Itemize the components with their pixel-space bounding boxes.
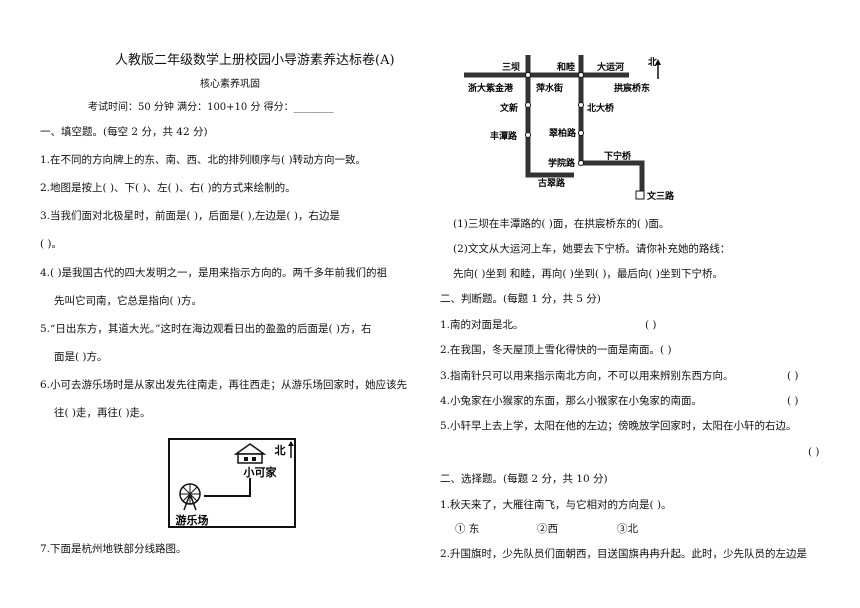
station-dot [578, 130, 584, 136]
station-xianing: 下宁桥 [604, 150, 632, 162]
exam-info: 考试时间：50 分钟 满分：100+10 分 得分：________ [88, 102, 334, 113]
question-7: 7.下面是杭州地铁部分线路图。 [40, 543, 187, 555]
judge-3: 3.指南针只可以用来指示南北方向，不可以用来辨别东西方向。 [440, 370, 734, 382]
section-fill-in: 一、填空题。(每空 2 分，共 42 分) [40, 126, 208, 138]
question-6-line1: 6.小可去游乐场时是从家出发先往南走，再往西走；从游乐场回家时，她应该先 [40, 379, 408, 391]
map-border [168, 438, 296, 528]
station-pingshui: 萍水街 [536, 82, 563, 94]
station-beidaqiao: 北大桥 [587, 102, 615, 114]
station-zheda: 浙大紫金港 [468, 82, 514, 94]
station-dot [578, 160, 584, 166]
judge-4-paren: ( ) [787, 395, 799, 407]
station-wenxin: 文新 [499, 102, 518, 114]
question-6-line2: 往( )走，再往( )走。 [54, 407, 151, 419]
question-2: 2.地图是按上( )、下( )、左( )、右( )的方式来绘制的。 [40, 182, 296, 194]
judge-1: 1.南的对面是北。 [440, 319, 524, 331]
station-dayunhe: 大运河 [597, 61, 624, 73]
choice-2: 2.升国旗时，少先队员们面朝西，目送国旗冉冉升起。此时，少先队员的左边是 [440, 548, 808, 560]
question-4-line2: 先叫它司南，它总是指向( )方。 [54, 295, 203, 307]
metro-north-label: 北 [648, 56, 657, 68]
station-xueyuan: 学院路 [548, 157, 576, 169]
question-3-line1: 3.当我们面对北极星时，前面是( )，后面是( ),左边是( )，右边是 [40, 210, 340, 222]
choice-1-option-3: ③北 [617, 523, 638, 535]
judge-1-paren: ( ) [645, 319, 657, 331]
map-north-label: 北 [275, 443, 286, 457]
station-wensan: 文三路 [646, 190, 675, 202]
judge-4: 4.小兔家在小猴家的东面，那么小猴家在小兔家的南面。 [440, 395, 703, 407]
question-4-line1: 4.( )是我国古代的四大发明之一，是用来指示方向的。两千多年前我们的祖 [40, 267, 388, 279]
house-icon [233, 443, 267, 464]
judge-3-paren: ( ) [787, 370, 799, 382]
station-dot [525, 72, 531, 78]
metro-question-2: (2)文文从大运河上车，她要去下宁桥。请你补充她的路线： [453, 243, 731, 255]
judge-5-paren: ( ) [808, 446, 820, 458]
station-dot [578, 72, 584, 78]
terminal-marker [635, 190, 645, 200]
metro-question-2-route: 先向( )坐到 和睦，再向( )坐到( )，最后向( )坐到下宁桥。 [453, 268, 723, 280]
station-sanba: 三坝 [502, 61, 520, 73]
judge-2: 2.在我国，冬天屋顶上雪化得快的一面是南面。( ) [440, 344, 672, 356]
choice-1-option-1: ① 东 [455, 523, 480, 535]
station-dot [578, 102, 584, 108]
question-5-line2: 面是( )方。 [54, 351, 108, 363]
metro-line-left [525, 55, 574, 178]
home-label: 小可家 [243, 465, 278, 479]
metro-line-right [578, 55, 645, 193]
section-true-false: 二、判断题。(每题 1 分，共 5 分) [440, 293, 601, 305]
station-cuibai: 翠柏路 [549, 127, 577, 139]
park-label: 游乐场 [176, 513, 209, 527]
metro-map: 北 三坝 和睦 大运河 浙大紫金港 萍水街 拱宸桥东 文新 北大桥 丰潭路 翠柏… [464, 55, 675, 202]
station-dot [525, 102, 531, 108]
choice-1: 1.秋天来了，大雁往南飞，与它相对的方向是( )。 [440, 499, 672, 511]
question-1: 1.在不同的方向牌上的东、南、西、北的排列顺序与( )转动方向一致。 [40, 154, 367, 166]
home-park-map: 北 小可家 游乐场 [168, 438, 296, 528]
station-dot [525, 132, 531, 138]
question-5-line1: 5.“日出东方，其道大光。”这时在海边观看日出的盈盈的后面是( )方，右 [40, 323, 372, 335]
page-subtitle: 核心素养巩固 [200, 79, 260, 90]
station-fengtan: 丰潭路 [490, 130, 518, 142]
judge-5: 5.小轩早上去上学，太阳在他的左边；傍晚放学回家时，太阳在小轩的右边。 [440, 420, 797, 432]
station-gongchen: 拱宸桥东 [614, 82, 650, 94]
choice-1-option-2: ②西 [537, 523, 558, 535]
question-3-line2: ( )。 [40, 238, 63, 250]
ferris-wheel-icon [179, 483, 201, 511]
route-line [204, 478, 251, 497]
page-title: 人教版二年级数学上册校园小导游素养达标卷(A) [115, 53, 395, 68]
station-heshui: 和睦 [556, 61, 575, 73]
station-gucui: 古翠路 [538, 177, 566, 189]
section-choice: 二、选择题。(每题 2 分，共 10 分) [440, 473, 608, 485]
metro-question-1: (1)三坝在丰潭路的( )面，在拱宸桥东的( )面。 [453, 218, 670, 230]
